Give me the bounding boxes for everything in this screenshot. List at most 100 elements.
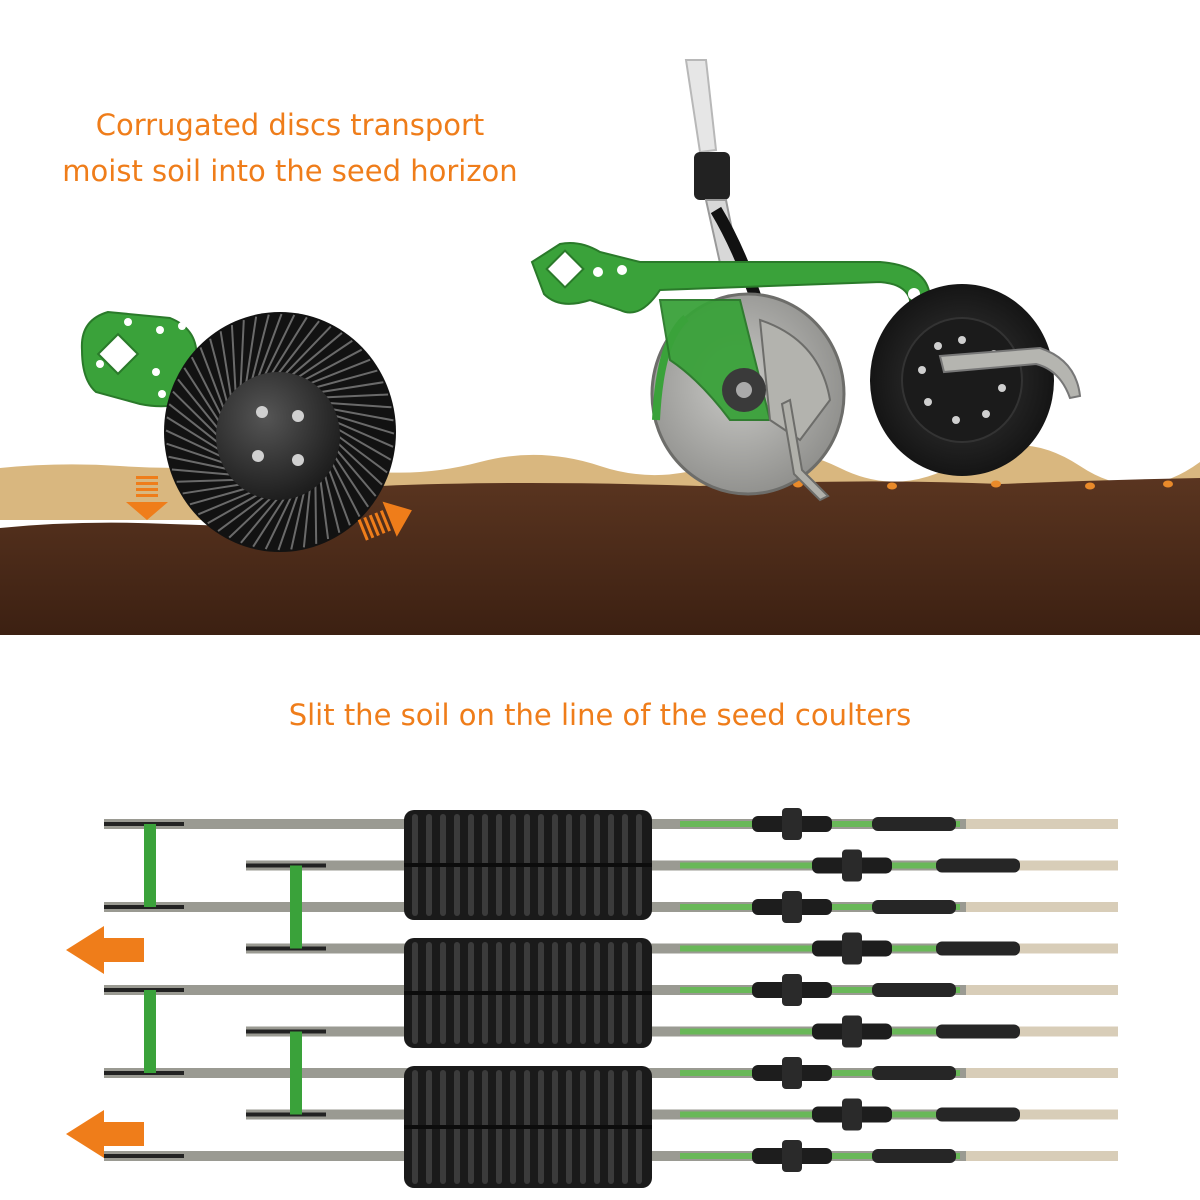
frame-brackets [144, 824, 302, 1115]
corrugation-line [277, 320, 320, 375]
seed-furrow [966, 1068, 1118, 1078]
corrugation-line [277, 494, 299, 551]
roller-split [404, 991, 652, 995]
corrugation-line [270, 316, 308, 375]
disc-roller [404, 1066, 652, 1188]
press-wheel [872, 817, 956, 831]
front-disc [246, 946, 326, 951]
seed-furrow [966, 819, 1118, 829]
corrugation-line [331, 462, 361, 518]
seed-disc-hub [782, 891, 802, 923]
scraper-blade [938, 346, 1082, 400]
press-wheel [936, 1107, 1020, 1122]
corrugation-line [323, 474, 341, 533]
seed-furrow [966, 943, 1118, 954]
coulter-row [246, 1098, 1118, 1131]
press-wheel [872, 1149, 956, 1163]
corrugation-line [171, 468, 232, 476]
front-disc [246, 1112, 326, 1117]
corrugation-line [166, 442, 225, 464]
corrugation-line [165, 429, 222, 458]
disc-corrugations [165, 313, 395, 551]
tube-coupling [694, 152, 730, 200]
seed-furrow [966, 902, 1118, 912]
corrugation-line [250, 314, 270, 381]
arrow-down-icon [126, 476, 168, 520]
seed-grains [793, 480, 1173, 490]
press-wheel [936, 941, 1020, 956]
corrugation-line [168, 455, 228, 470]
front-disc [104, 1154, 184, 1158]
corrugation-line [264, 496, 293, 550]
seed-disc-hub [842, 1015, 862, 1048]
frame-bracket [144, 990, 156, 1073]
corrugation-line [290, 332, 343, 377]
seed-disc-hub [842, 1098, 862, 1131]
press-wheel [872, 900, 956, 914]
corrugation-line [297, 339, 353, 379]
corrugation-line [166, 416, 221, 451]
coulter-row [246, 1015, 1118, 1048]
caption-corrugated-discs: Corrugated discs transport moist soil in… [40, 102, 540, 194]
top-view-illustration [66, 808, 1118, 1188]
roller-split [404, 863, 652, 867]
corrugation-line [245, 316, 258, 384]
corrugation-line [172, 390, 219, 437]
coulter-row [246, 849, 1118, 882]
corrugation-line [240, 497, 279, 544]
seed-firmer [780, 398, 830, 502]
seed-disc-hub [782, 808, 802, 840]
corrugation-line [263, 314, 296, 376]
corrugation-line [334, 414, 395, 435]
corrugated-disc-rollers [404, 810, 652, 1188]
corrugation-line [331, 408, 394, 422]
front-disc [246, 863, 326, 868]
seed-disc-hub [782, 1057, 802, 1089]
corrugated-disc-unit [80, 310, 396, 552]
corrugation-line [320, 381, 384, 394]
corrugation-line [168, 403, 219, 444]
corrugation-line [177, 378, 220, 430]
corrugation-line [257, 313, 283, 378]
seed-disc-hub [842, 932, 862, 965]
seed-disc-hub [782, 1140, 802, 1172]
corrugation-line [230, 324, 237, 393]
corrugation-line [252, 497, 286, 548]
caption-top-line2: moist soil into the seed horizon [62, 154, 518, 188]
corrugation-line [207, 493, 259, 525]
frame-bracket [290, 1031, 302, 1115]
corrugation-line [335, 449, 377, 497]
corrugation-line [333, 455, 370, 508]
corrugation-line [217, 495, 266, 532]
press-wheel [872, 1066, 956, 1080]
press-wheel [936, 1024, 1020, 1039]
seed-tube [684, 59, 718, 154]
corrugation-line [189, 487, 247, 506]
corrugation-line [336, 421, 394, 448]
seed-coulter-unit [530, 59, 1082, 502]
roller-split [404, 1125, 652, 1129]
corrugation-line [197, 490, 253, 516]
corrugation-line [182, 483, 241, 495]
corrugation-line [319, 479, 330, 540]
frame-bracket [290, 865, 302, 949]
corrugation-line [337, 435, 388, 474]
corrugation-line [176, 478, 236, 483]
corrugation-line [283, 325, 332, 376]
seed-furrow [966, 1109, 1118, 1120]
disc-hub [216, 372, 340, 500]
seed-furrow [966, 860, 1118, 871]
side-view-illustration [0, 59, 1200, 635]
corrugation-line [302, 488, 311, 548]
corrugation-line [328, 402, 392, 409]
corrugation-line [315, 369, 378, 389]
corrugation-line [290, 491, 306, 550]
coulter-row [246, 932, 1118, 965]
corrugation-line [309, 358, 371, 385]
corrugation-line [314, 484, 318, 544]
corrugation-line [303, 348, 363, 382]
seed-disc-hub [842, 849, 862, 882]
caption-top-line1: Corrugated discs transport [95, 108, 485, 142]
corrugation-line [209, 338, 229, 404]
corrugation-line [219, 331, 233, 398]
